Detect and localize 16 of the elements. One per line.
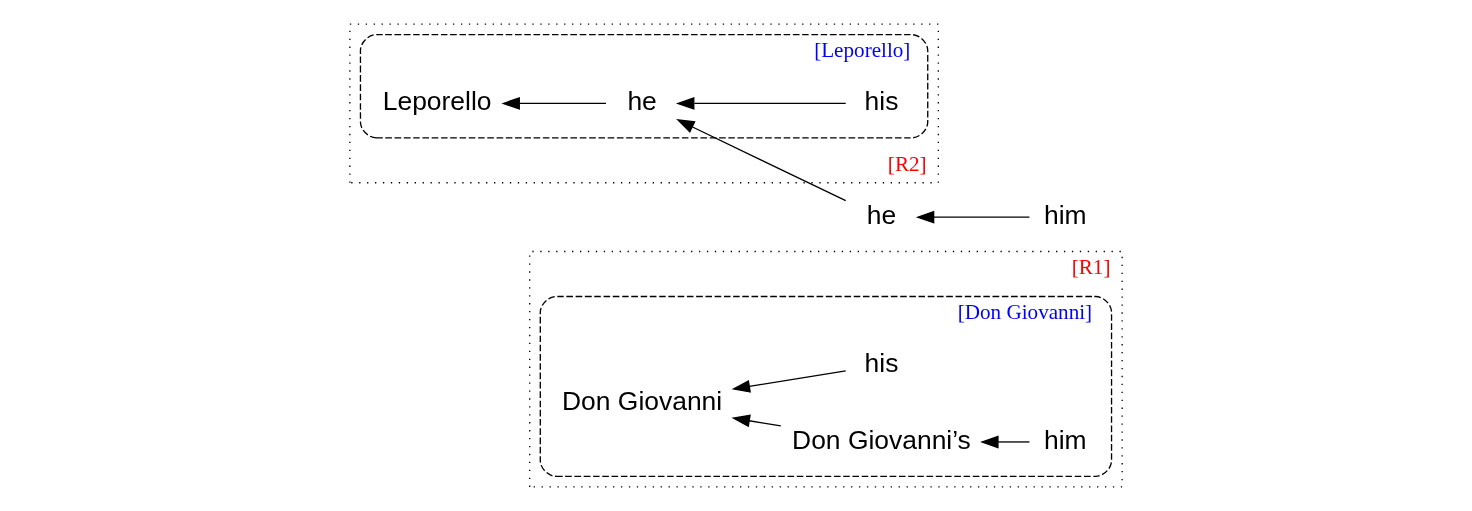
arrow	[731, 370, 847, 393]
arrow	[676, 119, 847, 202]
node-text: he	[866, 199, 897, 230]
node-text: his	[864, 86, 899, 117]
node-text: him	[1043, 199, 1087, 230]
arrow	[675, 96, 847, 110]
arrow	[915, 210, 1031, 224]
node-text: Leporello	[382, 86, 492, 117]
arrow	[731, 414, 782, 428]
node-text: his	[864, 347, 899, 378]
node-text: Don Giovanni	[562, 386, 723, 417]
node-text: Don Giovanni’s	[792, 424, 971, 455]
node-text: him	[1043, 424, 1087, 455]
node-text: he	[627, 86, 657, 117]
arrow	[980, 435, 1031, 449]
arrow	[501, 96, 607, 110]
